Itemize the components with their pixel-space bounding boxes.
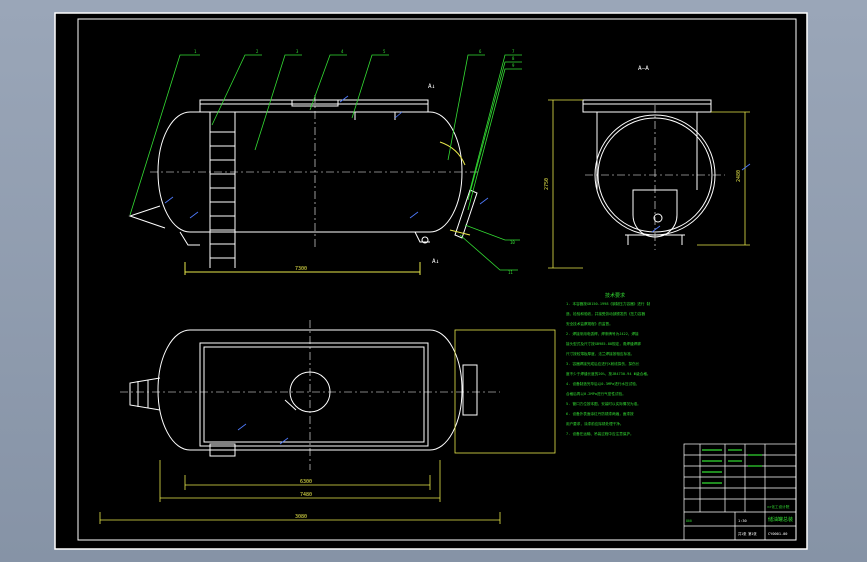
technical-notes: 技术要求 1. 本容器按GB150-1998《钢制压力容器》进行 制 造、检验和… [566,292,651,436]
plan-centerlines [120,320,500,470]
plan-dims [99,329,556,524]
leader-label-9: 9 [512,63,515,68]
note-line: 7. 设备在运输、吊装过程中应注意保护。 [566,431,634,436]
note-line: 合格后再以0.2MPa进行气密性试验。 [566,391,626,396]
note-line: 6. 设备外表面涂红丹防锈漆两遍，面漆按 [566,411,634,416]
side-view-centerlines [150,95,480,250]
view-label-b: A↓ [432,258,439,265]
leader-label-2: 2 [256,49,259,54]
leader-numbers: 1 2 3 4 5 6 7 8 9 10 11 [194,49,515,275]
dim-side-length: 7300 [295,266,307,272]
title-block [683,443,797,541]
title-scale: 1:30 [738,519,747,523]
title-sheet: 共1张 第1张 [738,531,757,536]
dim-section-inner: 2480 [736,170,742,182]
leader-label-10: 10 [510,240,515,245]
dim-plan-span: 3080 [295,514,307,520]
notes-title: 技术要求 [605,292,625,299]
leader-label-7: 7 [512,49,515,54]
drawing-frame [77,18,797,541]
note-line: 4. 设备制造完毕后以0.3MPa进行水压试验， [566,381,639,386]
note-line: 3. 容器焊接完成后应进行X射线探伤，探伤长 [566,361,640,366]
note-line: 安全技术监察规程》的监督。 [566,321,613,326]
note-line: 造、检验和验收，并接受劳动部颁发的《压力容器 [566,311,645,316]
note-line: 接头型式及尺寸按GB985-88规定，角焊缝焊脚 [566,341,641,346]
note-line: 尺寸按较薄板厚度，法兰焊接按相应标准。 [566,351,634,356]
title-drawing-no: CY0001-00 [768,532,787,536]
leader-label-3: 3 [296,49,299,54]
nozzle-tags-side [164,95,489,219]
section-dims [548,99,750,269]
nozzle-tags-section [651,163,751,233]
leader-lines [129,54,522,271]
drawing-sheet [54,12,808,550]
title-drawing-name: 储油罐总装 [768,516,793,523]
side-view [128,99,478,268]
note-line: 1. 本容器按GB150-1998《钢制压力容器》进行 制 [566,301,651,306]
leader-label-6: 6 [479,49,482,54]
title-small-dim: 800 [686,519,692,523]
leader-label-4: 4 [341,49,344,54]
note-line: 2. 焊接采用电弧焊，焊条牌号为J422，焊接 [566,331,639,336]
section-title: A—A [638,65,649,72]
title-block-fill [702,449,762,484]
note-line: 度不少于焊缝长度的20%，按JB4730-94 Ⅲ级合格。 [566,371,651,376]
section-centerlines [585,105,725,250]
leader-label-1: 1 [194,49,197,54]
leader-label-11: 11 [508,270,513,275]
nozzle-tags-plan [237,423,289,445]
side-view-details [184,141,471,275]
leader-label-8: 8 [512,56,515,61]
dim-plan-inner: 6300 [300,479,312,485]
dim-section-height: 2750 [544,178,550,190]
note-line: 用户要求，涂漆前应除锈处理干净。 [566,421,624,426]
note-line: 5. 管口方位按本图，安装时以实际情况为准。 [566,401,641,406]
dim-plan-total: 7480 [300,492,312,498]
title-company: ××化工设计院 [767,504,790,509]
view-label-a: A↓ [428,83,435,90]
leader-label-5: 5 [383,49,386,54]
